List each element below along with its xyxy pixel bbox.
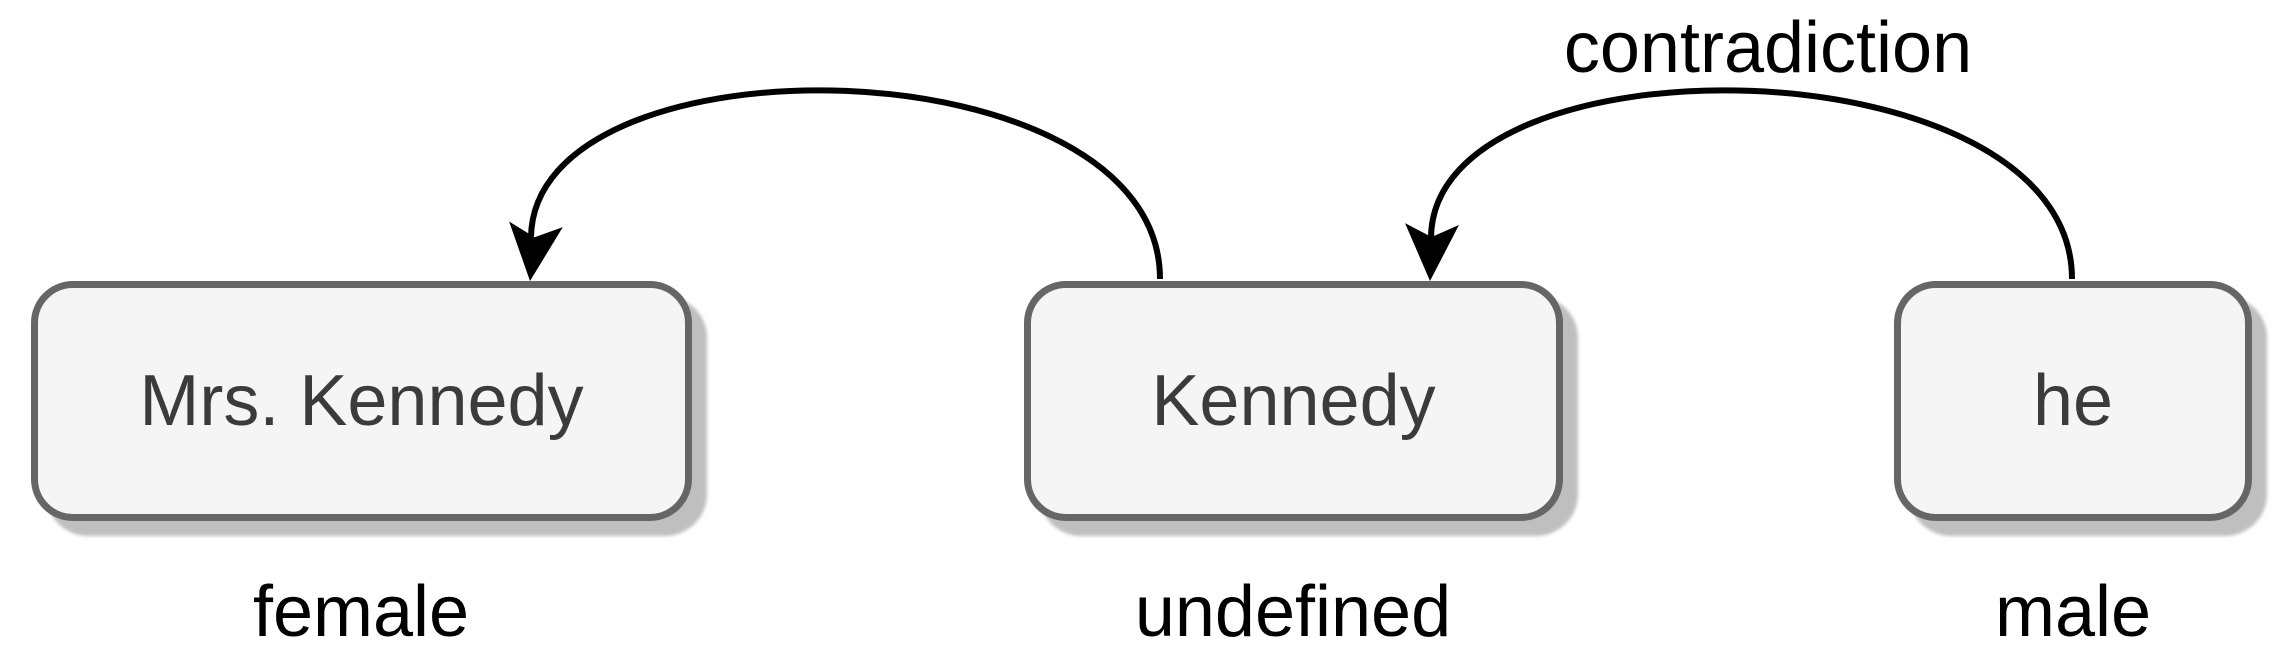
gender-label-male: male — [1994, 572, 2152, 652]
arrowhead-icon — [1405, 223, 1459, 281]
node-mrs-kennedy: Mrs. Kennedy — [31, 281, 692, 521]
contradiction-arrow-he-to-kennedy — [1428, 87, 2075, 280]
node-kennedy-label: Kennedy — [1151, 361, 1436, 441]
arrowhead-icon — [509, 221, 563, 281]
coreference-arrow-kennedy-to-mrs-kennedy — [528, 87, 1163, 280]
node-he-label: he — [2032, 361, 2114, 441]
edge-label-contradiction: contradiction — [1563, 8, 1973, 88]
node-kennedy: Kennedy — [1024, 281, 1563, 521]
gender-label-female: female — [252, 572, 470, 652]
gender-label-undefined: undefined — [1134, 572, 1452, 652]
node-mrs-kennedy-label: Mrs. Kennedy — [139, 361, 584, 441]
node-he: he — [1894, 281, 2252, 521]
